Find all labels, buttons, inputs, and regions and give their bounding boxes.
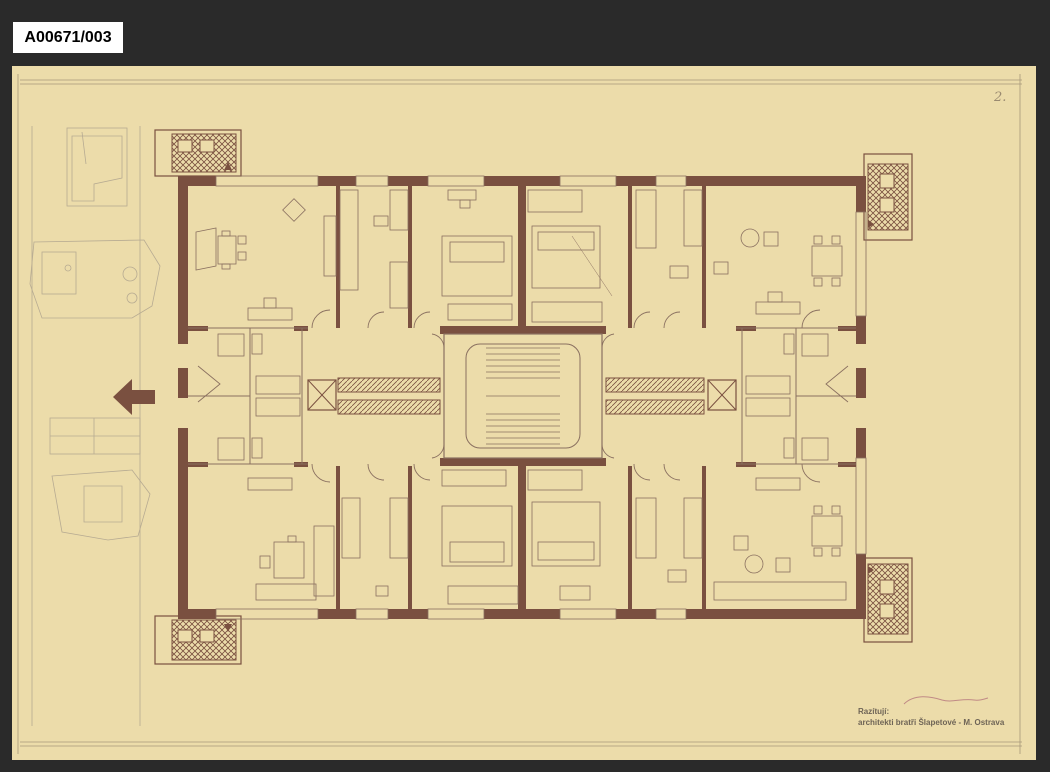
interior-walls	[188, 186, 856, 609]
floor-plan	[17, 74, 1022, 754]
page-number: 2.	[994, 90, 1007, 105]
entrance-markers	[224, 162, 874, 632]
balcony-sw	[154, 615, 242, 665]
balcony-se	[863, 557, 913, 643]
partitions	[188, 327, 856, 465]
architect-stamp: Razítují: architekti bratři Šlapetové - …	[858, 706, 1028, 728]
archive-label: A00671/003	[13, 22, 123, 53]
left-arrow-icon	[113, 379, 155, 415]
door-swings	[197, 309, 849, 483]
windows	[215, 175, 867, 620]
drawing-sheet: 2. Razítují: architekti bratři Šlapetové…	[12, 66, 1036, 760]
stamp-line-2: architekti bratři Šlapetové - M. Ostrava	[858, 718, 1005, 727]
balcony-ne	[863, 153, 913, 241]
furniture	[195, 189, 847, 605]
corridor-ducts	[307, 377, 737, 415]
exterior-walls	[178, 176, 866, 619]
stamp-line-1: Razítují:	[858, 707, 890, 716]
pencil-sketches	[29, 126, 161, 726]
sheet-border	[17, 74, 1022, 754]
staircase	[443, 333, 603, 459]
